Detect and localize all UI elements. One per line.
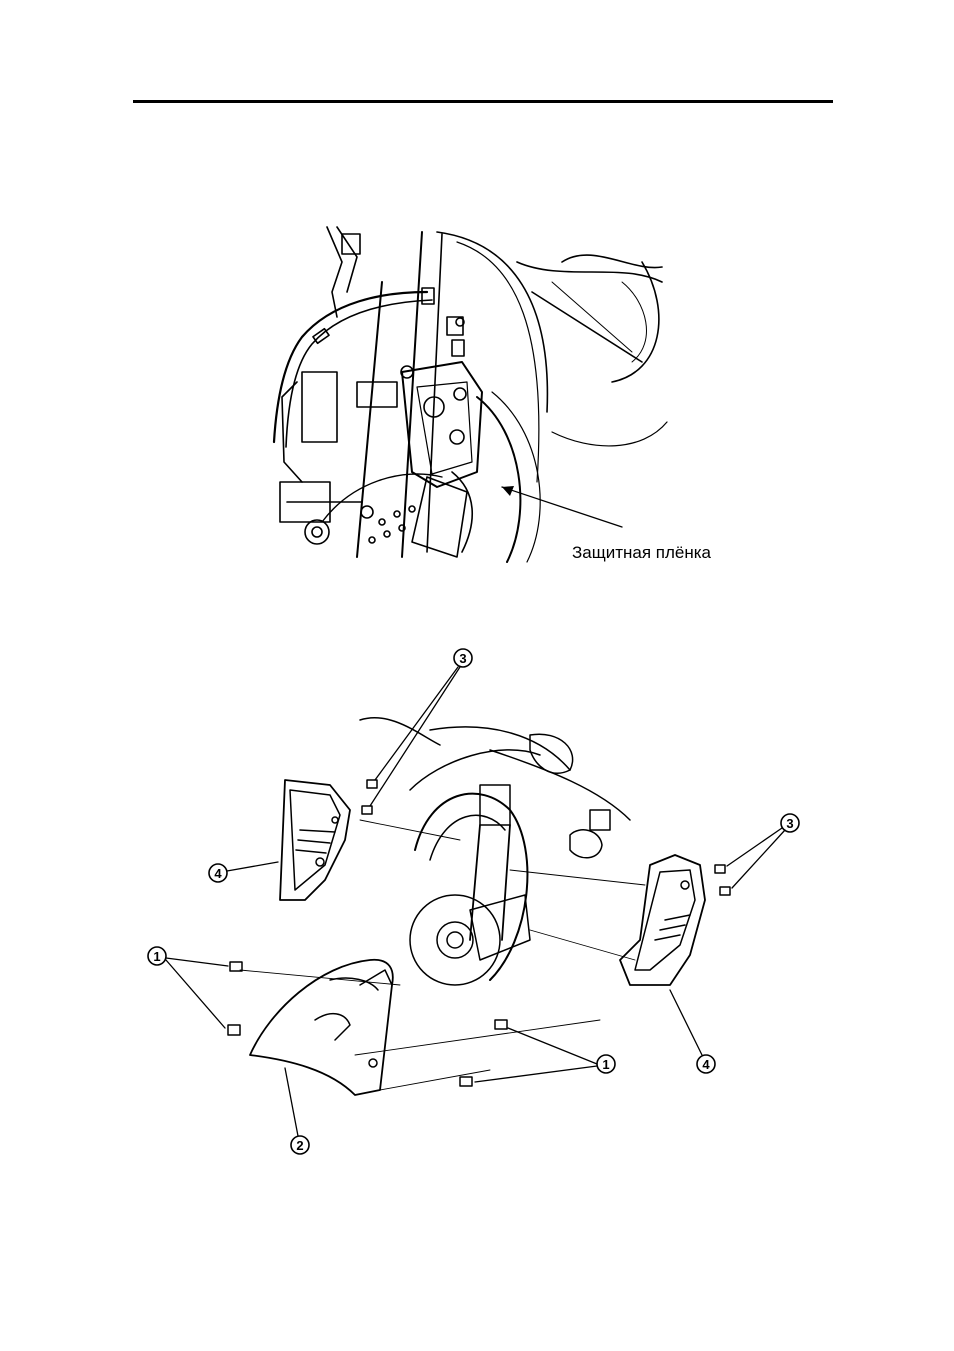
callout-3-right: 3 (786, 816, 793, 831)
callout-1-right: 1 (602, 1057, 609, 1072)
callout-2: 2 (296, 1138, 303, 1153)
header-rule (133, 100, 833, 103)
callout-4-left: 4 (214, 866, 222, 881)
front-fender-exploded-illustration: 1 1 2 3 3 4 4 (130, 640, 820, 1160)
callout-3-top: 3 (459, 651, 466, 666)
protective-film-label: Защитная плёнка (572, 543, 712, 562)
brake-caliper-illustration: Защитная плёнка (262, 222, 732, 567)
callout-4-right: 4 (702, 1057, 710, 1072)
callout-1-left: 1 (153, 949, 160, 964)
